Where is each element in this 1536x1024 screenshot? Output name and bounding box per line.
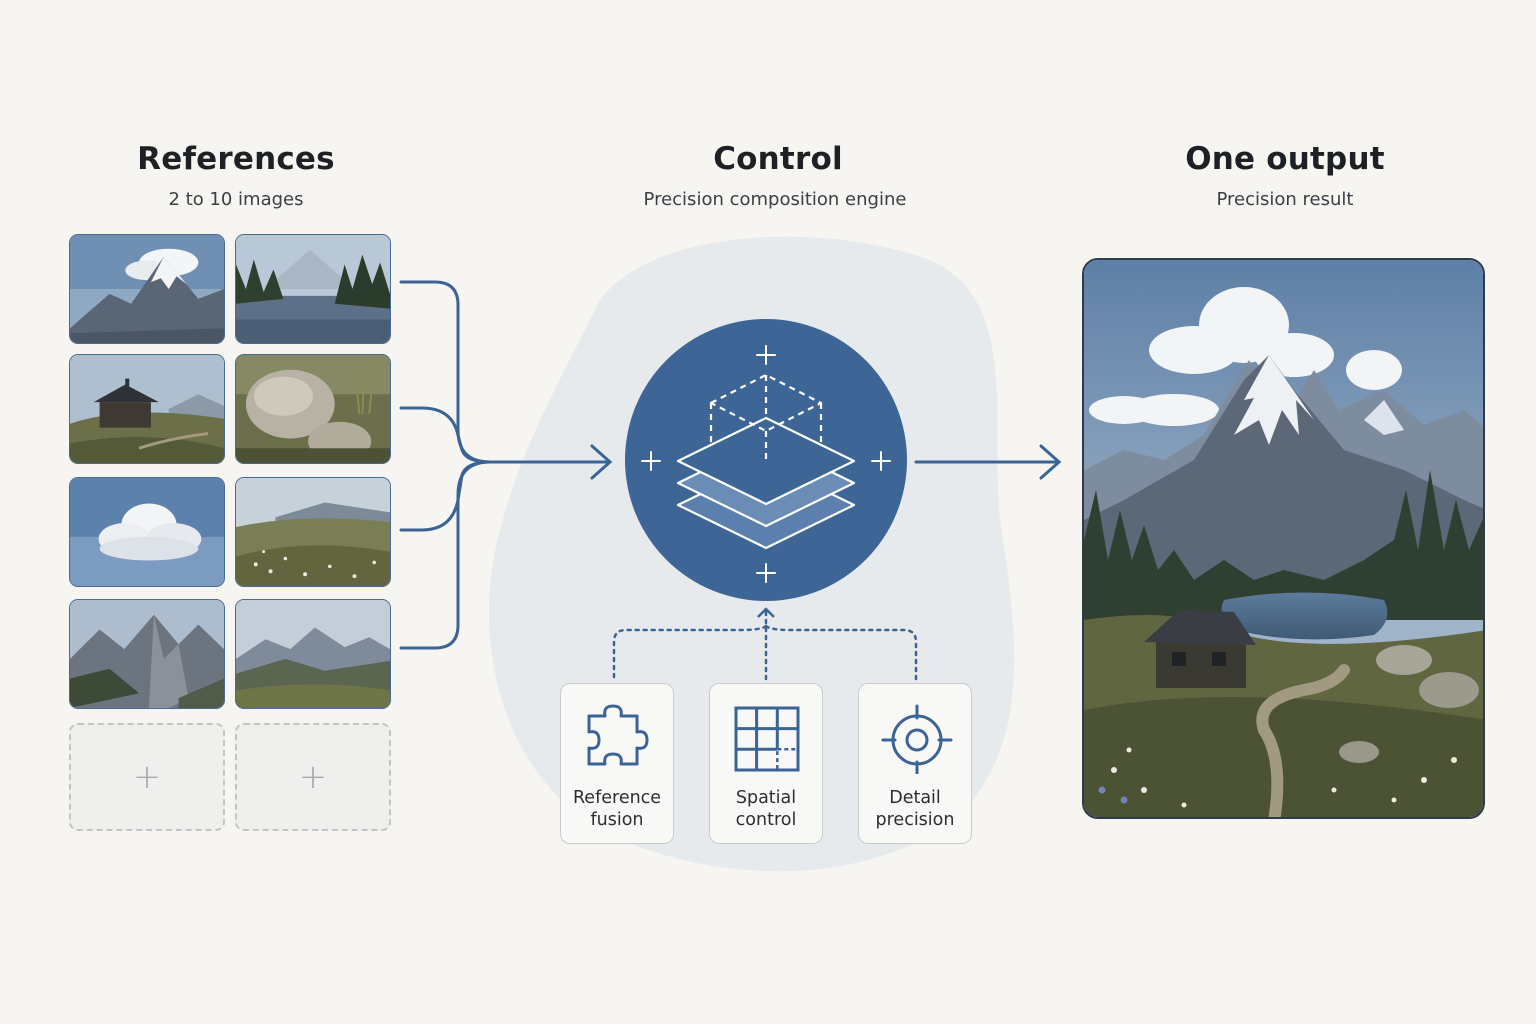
output-arrow (914, 444, 1062, 480)
reference-image-cumulus-cloud[interactable] (69, 477, 225, 587)
layers-stack-icon (676, 373, 856, 550)
reference-image-wildflower-meadow[interactable] (235, 477, 391, 587)
plus-marks (641, 345, 891, 583)
reference-image-mountain-peak[interactable] (69, 234, 225, 344)
references-subtitle: 2 to 10 images (168, 189, 304, 210)
feature-connectors (612, 610, 918, 682)
reference-image-forest-lake[interactable] (235, 234, 391, 344)
puzzle-piece-icon (587, 704, 649, 766)
input-connectors (399, 280, 613, 650)
plus-icon: + (132, 757, 162, 797)
reference-image-wooden-cabin[interactable] (69, 354, 225, 464)
output-subtitle: Precision result (1216, 189, 1354, 210)
crosshair-target-icon (881, 704, 953, 774)
add-reference-slot[interactable]: + (235, 723, 391, 831)
output-title: One output (1185, 141, 1385, 177)
reference-image-rocky-cliffs[interactable] (69, 599, 225, 709)
add-reference-slot[interactable]: + (69, 723, 225, 831)
plus-icon: + (298, 757, 328, 797)
control-subtitle: Precision composition engine (643, 189, 907, 210)
grid-icon (734, 706, 800, 772)
reference-image-mountain-valley[interactable] (235, 599, 391, 709)
control-title: Control (713, 141, 843, 177)
output-image[interactable] (1082, 258, 1485, 819)
references-title: References (137, 141, 335, 177)
connector-node (757, 607, 775, 618)
reference-image-mossy-boulders[interactable] (235, 354, 391, 464)
